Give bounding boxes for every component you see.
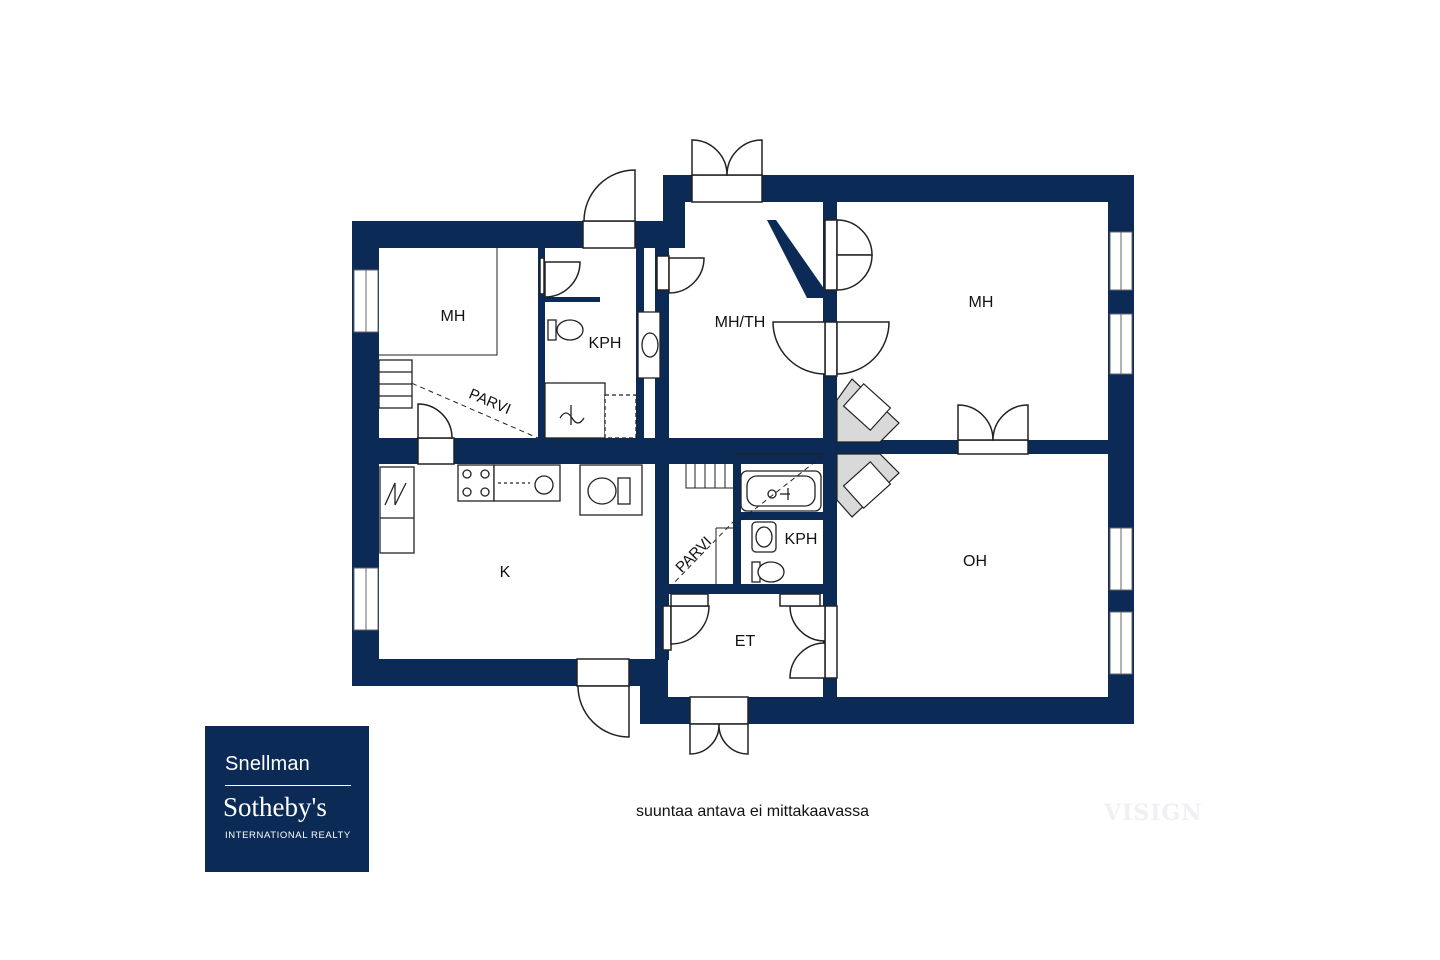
room-label-oh: OH bbox=[963, 553, 987, 570]
room-label-et: ET bbox=[735, 633, 756, 650]
room-label-kph-bottom: KPH bbox=[785, 531, 818, 548]
doors bbox=[417, 139, 1029, 755]
room-label-mh-right: MH bbox=[969, 294, 994, 311]
sothebys-logo: Snellman Sotheby's INTERNATIONAL REALTY bbox=[205, 726, 369, 872]
room-label-parvi-bottom: PARVI bbox=[672, 533, 715, 576]
room-label-mh-th: MH/TH bbox=[715, 314, 766, 331]
brand-watermark: VISIGN bbox=[1104, 800, 1203, 826]
logo-divider bbox=[225, 785, 351, 786]
room-label-kitchen: K bbox=[500, 564, 511, 581]
room-label-kph-top: KPH bbox=[589, 335, 622, 352]
scale-caption: suuntaa antava ei mittakaavassa bbox=[636, 803, 870, 820]
fireplaces bbox=[836, 378, 900, 518]
room-label-mh-left: MH bbox=[441, 308, 466, 325]
logo-snellman: Snellman bbox=[225, 753, 310, 775]
logo-international-realty: INTERNATIONAL REALTY bbox=[225, 830, 351, 841]
logo-sothebys: Sotheby's bbox=[223, 792, 327, 822]
fixtures bbox=[378, 220, 826, 589]
room-label-parvi-top: PARVI bbox=[466, 386, 513, 419]
